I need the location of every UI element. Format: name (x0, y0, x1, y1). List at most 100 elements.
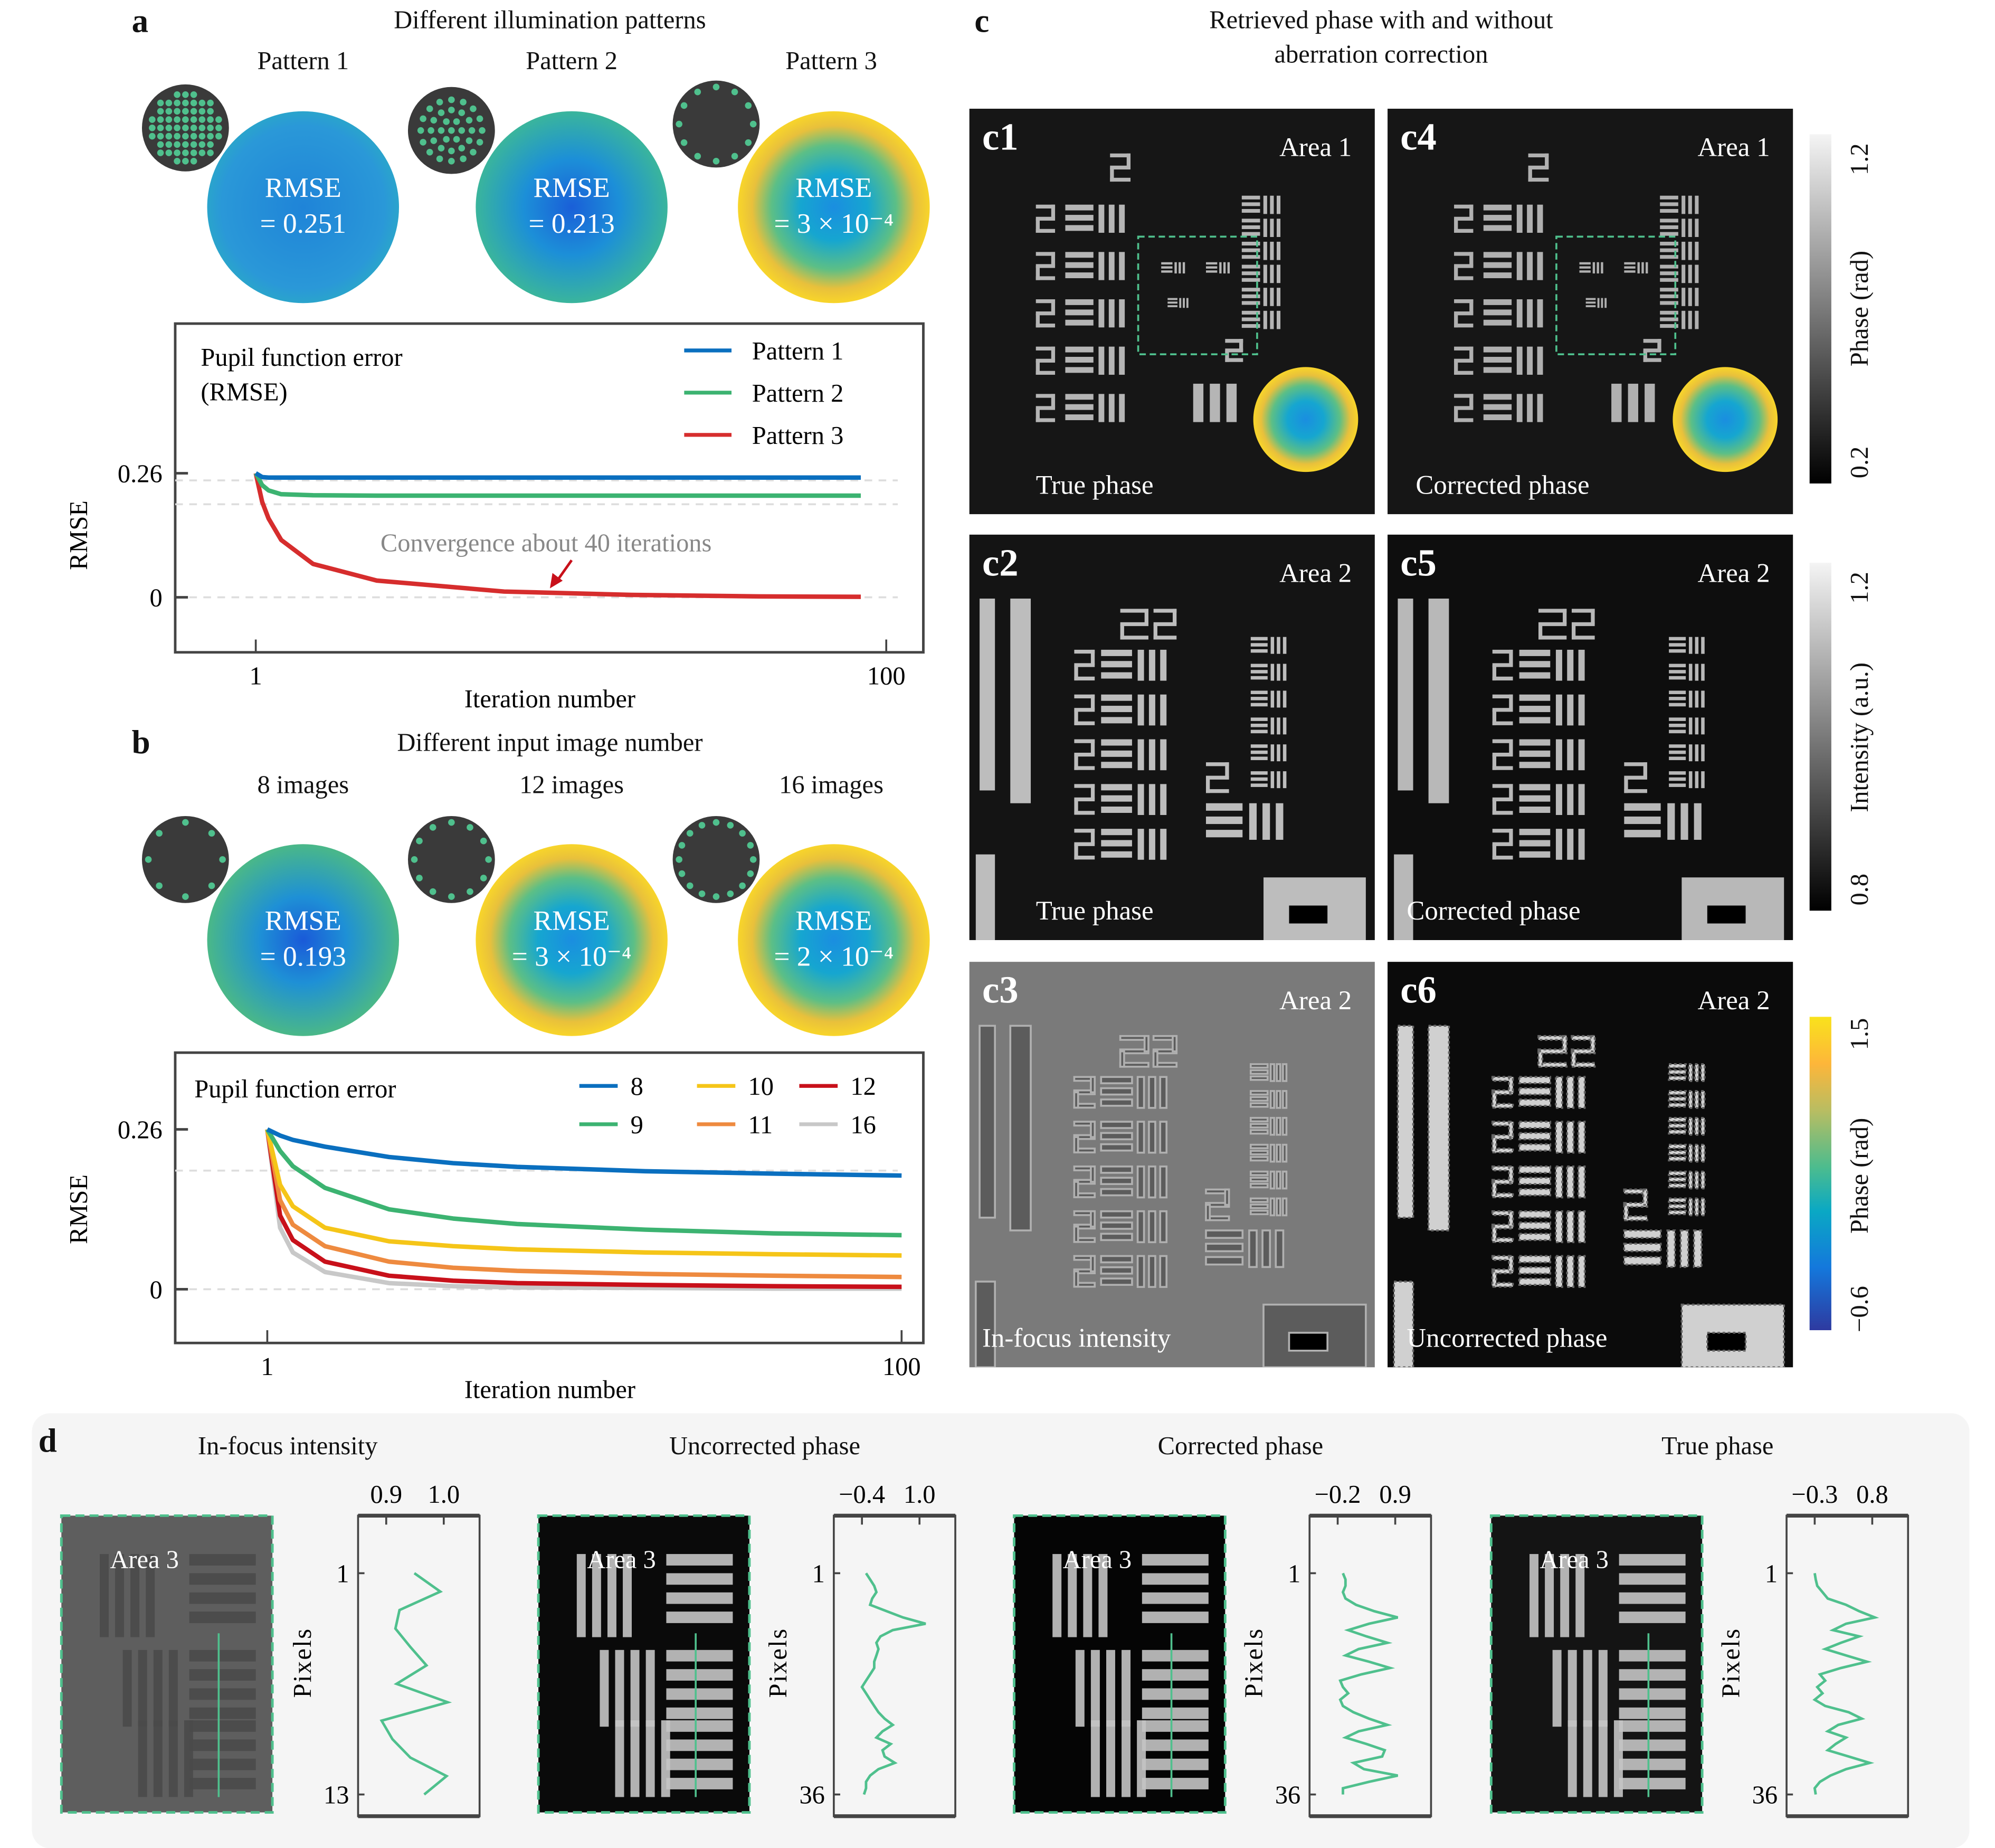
panel-d-letter: d (38, 1422, 57, 1460)
target-bar (1142, 1758, 1209, 1770)
led-dot (448, 158, 455, 165)
led-dot (676, 856, 682, 863)
panel-c4-corrected-phase-area1: c4 Area 1 Corrected phase (1388, 108, 1793, 515)
led-dot (443, 118, 450, 125)
target-bar (615, 1650, 624, 1727)
led-dot (712, 158, 720, 165)
illumination-icon-pattern-2 (407, 87, 495, 174)
target-bar (666, 1554, 733, 1566)
y-tick-label: 13 (324, 1781, 349, 1809)
led-dot (467, 888, 473, 895)
legend-label: 11 (748, 1111, 773, 1139)
led-dot (453, 118, 460, 125)
target-bar (1142, 1612, 1209, 1623)
led-dot (198, 108, 206, 115)
led-dot (745, 102, 752, 109)
profile-line (379, 1572, 452, 1796)
target-bar (666, 1573, 733, 1585)
target-bar (1122, 1650, 1131, 1727)
illumination-icon-12 (407, 816, 495, 903)
rmse-value: = 0.251 (260, 208, 346, 239)
led-dot (165, 125, 173, 131)
target-bar (189, 1650, 256, 1662)
pupil-function-map (738, 111, 930, 304)
legend-label: 16 (850, 1111, 876, 1139)
legend-label: 12 (850, 1073, 876, 1101)
led-dot (165, 108, 173, 115)
led-dot (174, 141, 180, 148)
target-bar (1122, 1720, 1131, 1797)
led-dot (174, 116, 180, 123)
pupil-function-map (738, 844, 930, 1036)
led-dot (182, 158, 189, 165)
led-dot (438, 145, 445, 152)
led-dot (198, 99, 206, 107)
pupil-function-map (207, 844, 400, 1036)
led-dot (165, 132, 173, 140)
pattern-1-label: Pattern 1 (257, 47, 349, 75)
target-bar (1090, 1720, 1100, 1797)
led-dot (182, 149, 189, 156)
x-tick-label: 1.0 (904, 1481, 936, 1509)
led-dot (438, 127, 445, 134)
led-dot (182, 116, 189, 123)
target-bar (189, 1669, 256, 1681)
pupil-function-map (207, 111, 400, 304)
led-dot (174, 132, 180, 140)
x-tick-label: 100 (882, 1353, 921, 1381)
target-bar (1083, 1554, 1092, 1637)
x-axis-label: Iteration number (464, 685, 635, 713)
led-dot (182, 125, 189, 131)
target-bar (1568, 1650, 1577, 1727)
series-line-16 (265, 1129, 902, 1291)
panel-caption: Corrected phase (1416, 469, 1590, 500)
panel-tag: c3 (982, 969, 1019, 1012)
led-dot (460, 155, 467, 163)
led-dot (476, 139, 483, 146)
led-dot (174, 149, 180, 156)
pupil-8-images: RMSE= 0.193 (207, 844, 400, 1036)
target-bar (1142, 1650, 1209, 1662)
led-dot (198, 125, 206, 131)
pupil-function-map (476, 111, 668, 304)
target-bar (189, 1720, 256, 1732)
y-tick-label: 0 (149, 1276, 162, 1304)
y-tick-label: 36 (1752, 1781, 1778, 1809)
rmse-title: RMSE (534, 172, 610, 203)
target-bar (630, 1650, 640, 1727)
target-bar (1619, 1739, 1686, 1751)
led-dot (165, 116, 173, 123)
target-bar (666, 1688, 733, 1700)
usaf-target-image (970, 109, 1358, 472)
area-label: Area 2 (1697, 984, 1770, 1016)
target-bar (666, 1592, 733, 1604)
panel-a-title: Different illumination patterns (394, 6, 706, 35)
y-tick-label: 36 (799, 1781, 824, 1809)
series-line-8 (266, 1127, 902, 1178)
target-bar (592, 1554, 601, 1637)
target-bar (666, 1758, 733, 1770)
led-dot (416, 875, 423, 882)
panel-caption: True phase (1036, 469, 1154, 500)
rmse-title: RMSE (795, 172, 872, 203)
images-16-label: 16 images (779, 771, 884, 800)
led-dot (190, 149, 197, 156)
led-dot (190, 158, 197, 165)
led-dot (411, 856, 418, 863)
led-dot (190, 125, 197, 131)
illumination-icon-16 (672, 816, 760, 903)
y-axis-label: Pixels (1717, 1628, 1745, 1698)
led-dot (416, 837, 423, 845)
target-bar (666, 1739, 733, 1751)
led-dot (749, 120, 757, 128)
led-dot (215, 132, 222, 140)
led-dot (174, 125, 180, 131)
panel-c2-true-phase-area2: c2 Area 2 True phase (969, 534, 1375, 940)
pupil-pattern-1: RMSE= 0.251 (207, 111, 400, 304)
led-dot (749, 856, 757, 863)
panel-caption: Uncorrected phase (1407, 1322, 1608, 1353)
target-bar (1552, 1650, 1562, 1727)
panel-c3-in-focus-intensity-area2: c3 Area 2 In-focus intensity (969, 962, 1375, 1368)
x-tick-label: 1.0 (428, 1481, 460, 1509)
